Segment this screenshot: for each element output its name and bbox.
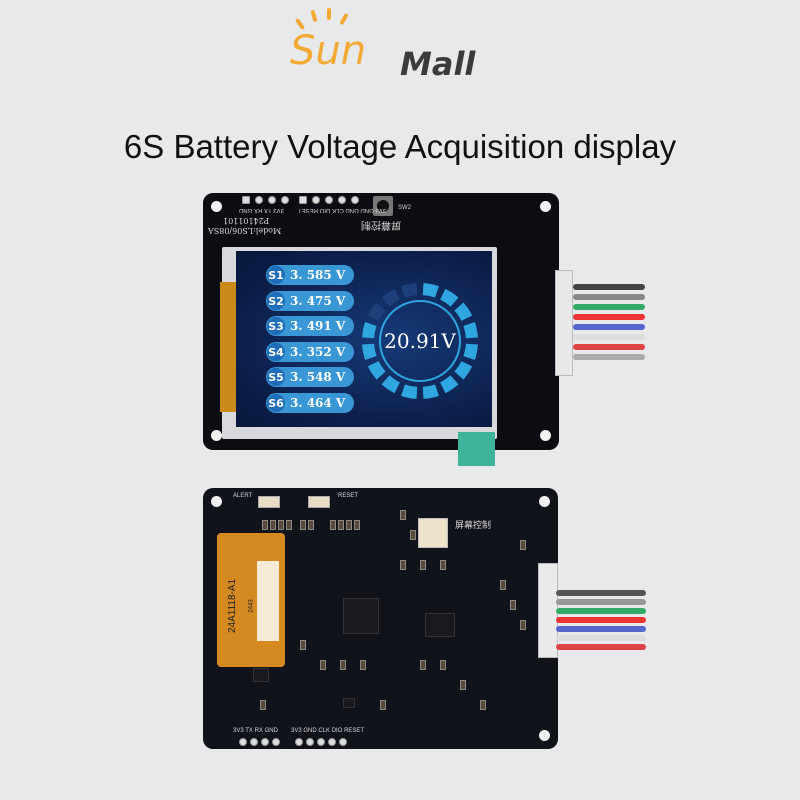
smd-component (440, 560, 446, 570)
smd-component (320, 660, 326, 670)
screen-control-label: 屏幕控制 (455, 520, 492, 530)
flex-cable-bottom: 24A1118-A1 2443 (217, 533, 285, 667)
smd-component (510, 600, 516, 610)
flex-cable (220, 282, 236, 412)
smd-component (346, 520, 352, 530)
ring-segment (367, 361, 386, 380)
ring-segment (422, 283, 439, 298)
smd-component (520, 540, 526, 550)
cell-row-s3: S3 3. 491 V (266, 316, 354, 336)
smd-component (380, 700, 386, 710)
alert-button (258, 496, 280, 508)
cell-id: S1 (267, 266, 285, 284)
smd-component (420, 660, 426, 670)
cell-row-s2: S2 3. 475 V (266, 291, 354, 311)
bottom-pin-labels-right: 3V3 GND CLK DIO RESET (291, 728, 365, 734)
cell-voltage: 3. 475 V (290, 294, 346, 308)
ic-chip (425, 613, 455, 637)
cell-id: S6 (267, 394, 285, 412)
smd-component (360, 660, 366, 670)
ring-segment (401, 384, 418, 399)
smd-component (420, 560, 426, 570)
cell-row-s5: S5 3. 548 V (266, 367, 354, 387)
smd-component (262, 520, 268, 530)
connector (418, 518, 448, 548)
cell-row-s1: S1 3. 585 V (266, 265, 354, 285)
ring-segment (454, 302, 473, 321)
lcd-display: S1 3. 585 V S2 3. 475 V S3 3. 491 V S4 3. 35… (236, 251, 492, 427)
logo: Sun Mall (0, 0, 800, 100)
logo-sun-text: Sun (290, 28, 367, 74)
flex-label: 24A1118-A1 (227, 578, 238, 633)
flex-sub-label: 2443 (248, 599, 255, 613)
cell-voltage: 3. 548 V (290, 370, 346, 384)
smd-component (338, 520, 344, 530)
smd-component (286, 520, 292, 530)
switch-label: SW2 (398, 205, 412, 211)
smd-component (308, 520, 314, 530)
smd-component (300, 640, 306, 650)
smd-component (330, 520, 336, 530)
cell-voltage: 3. 464 V (290, 396, 346, 410)
logo-mall-text: Mall (400, 45, 476, 83)
serial-label: P24101101 (223, 216, 270, 225)
smd-component (400, 560, 406, 570)
ring-segment (362, 343, 377, 360)
smd-component (300, 520, 306, 530)
smd-component (410, 530, 416, 540)
ic-chip (253, 668, 269, 682)
smd-component (354, 520, 360, 530)
reset-button (308, 496, 330, 508)
screen-control-label: 屏幕控制 (361, 219, 401, 230)
smd-component (270, 520, 276, 530)
cell-id: S5 (267, 368, 285, 386)
cell-voltage: 3. 352 V (290, 345, 346, 359)
protective-film-tab (458, 432, 495, 466)
side-connector (538, 563, 558, 658)
smd-component (340, 660, 346, 670)
ic-chip (343, 698, 355, 708)
ring-segment (362, 322, 377, 339)
ring-segment (401, 283, 418, 298)
smd-component (460, 680, 466, 690)
smd-component (520, 620, 526, 630)
ring-segment (367, 302, 386, 321)
smd-component (500, 580, 506, 590)
smd-component (440, 660, 446, 670)
cell-row-s4: S4 3. 352 V (266, 342, 354, 362)
model-label: Model:LS06/08SA (208, 226, 282, 235)
cell-voltage: 3. 491 V (290, 319, 346, 333)
smd-component (400, 510, 406, 520)
wire-harness-bottom (556, 585, 646, 665)
pin-labels: 3V3 TX RX GND (239, 207, 284, 213)
ring-segment (463, 343, 478, 360)
page-title: 6S Battery Voltage Acquisition display (123, 128, 677, 165)
switch-button (373, 196, 393, 216)
total-voltage-ring (362, 283, 478, 399)
cell-id: S4 (267, 343, 285, 361)
wire-harness-top (555, 270, 645, 380)
pin-labels-right: 3V3 GND GND CLK DIO RESET (298, 207, 387, 213)
ring-segment (454, 361, 473, 380)
mcu-chip (343, 598, 379, 634)
ring-segment (440, 375, 459, 394)
cell-id: S3 (267, 317, 285, 335)
smd-component (260, 700, 266, 710)
cell-voltage: 3. 585 V (290, 268, 346, 282)
ring-segment (422, 384, 439, 399)
ring-segment (381, 375, 400, 394)
total-voltage: 20.91V (384, 329, 456, 353)
cell-row-s6: S6 3. 464 V (266, 393, 354, 413)
alert-label: ALERT (233, 493, 253, 499)
smd-component (480, 700, 486, 710)
ring-segment (440, 288, 459, 307)
ring-segment (463, 322, 478, 339)
reset-label: RESET (338, 493, 359, 499)
cell-id: S2 (267, 292, 285, 310)
smd-component (278, 520, 284, 530)
ring-segment (381, 288, 400, 307)
bottom-pin-labels: 3V3 TX RX GND (233, 728, 278, 734)
